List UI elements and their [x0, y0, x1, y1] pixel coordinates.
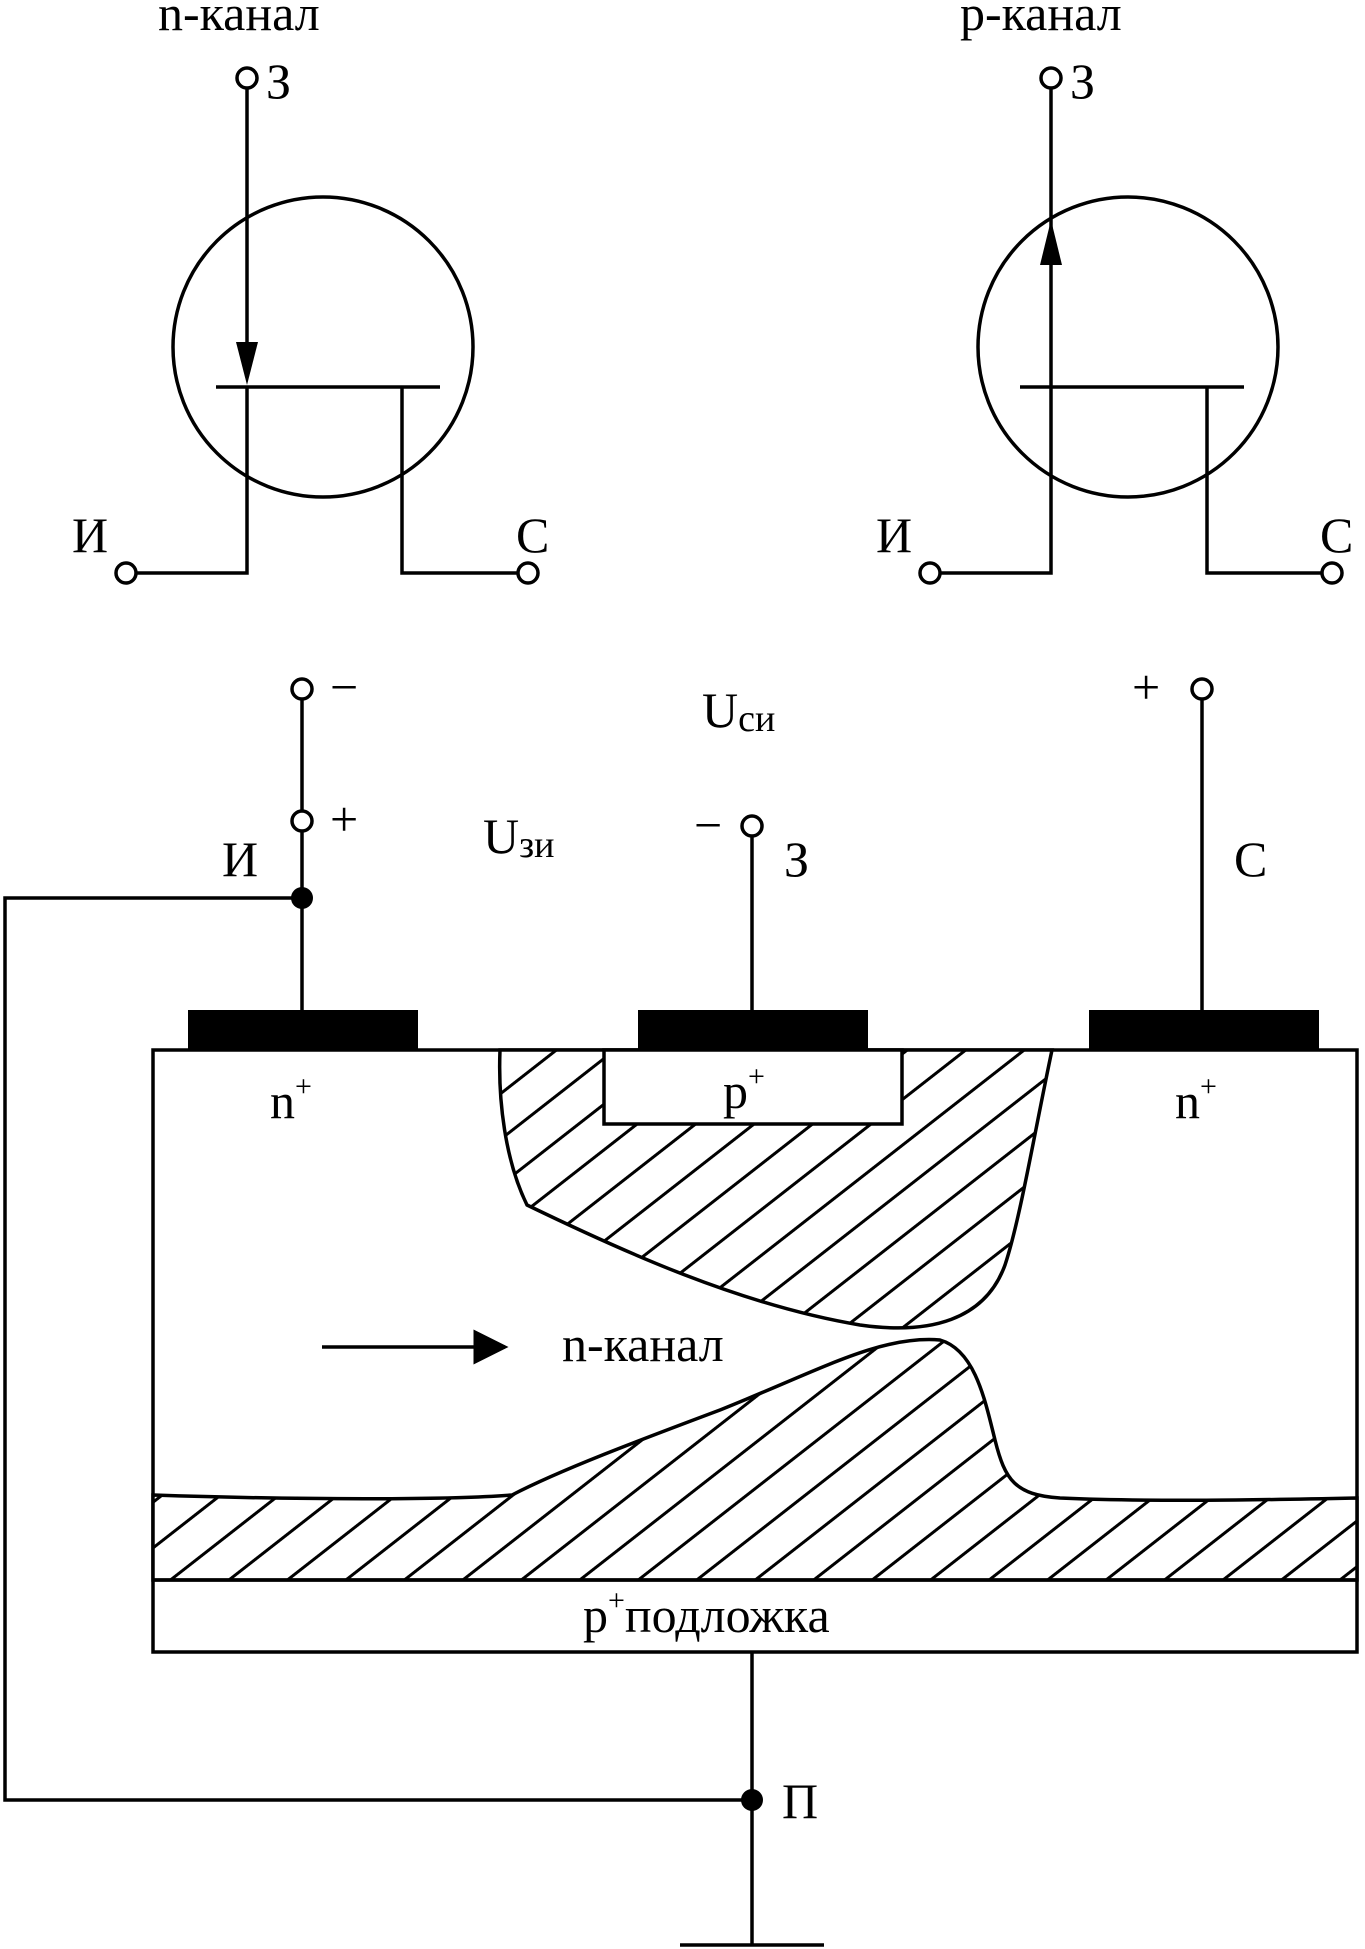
p-channel-title: p-канал — [960, 0, 1122, 41]
gate-arrow-icon — [236, 342, 258, 385]
substrate-depletion-region — [151, 1337, 1359, 1582]
transistor-envelope — [976, 195, 1280, 499]
drain-label: С — [516, 507, 549, 563]
substrate-return-wire — [3, 896, 752, 1802]
channel-label: n-канал — [562, 1316, 724, 1372]
source-label: И — [222, 831, 258, 887]
gate-bias-plus-sign: + — [330, 791, 358, 847]
drain-contact — [1089, 1010, 1319, 1050]
source-lead — [136, 387, 249, 575]
p-channel-symbol: p-канал З И С — [876, 0, 1353, 585]
source-terminal — [114, 561, 138, 585]
gate-terminal — [740, 814, 764, 838]
p-plus-gate-region — [602, 1048, 904, 1126]
n-channel-title: n-канал — [158, 0, 320, 41]
u-gs-label: Uзи — [483, 808, 554, 866]
u-ds-label: Uси — [702, 682, 775, 740]
substrate-label: p+подложка — [583, 1584, 830, 1643]
drain-plus-sign: + — [1132, 659, 1160, 715]
n-channel-symbol: n-канал З И С — [72, 0, 549, 585]
gate-contact — [638, 1010, 868, 1050]
source-terminal — [918, 561, 942, 585]
source-contact — [188, 1010, 418, 1050]
p-plus-gate-label: p+ — [723, 1060, 765, 1119]
drain-label: С — [1320, 507, 1353, 563]
transistor-envelope — [171, 195, 475, 499]
source-label: И — [72, 507, 108, 563]
supply-minus-terminal — [290, 677, 314, 701]
gate-label: З — [1070, 53, 1095, 109]
gate-terminal — [1039, 66, 1063, 90]
n-plus-drain-label: n+ — [1175, 1070, 1217, 1129]
drain-lead — [1205, 387, 1322, 575]
gate-label: З — [784, 831, 809, 887]
source-label: И — [876, 507, 912, 563]
drain-terminal — [1320, 561, 1344, 585]
gate-label: З — [266, 53, 291, 109]
gate-bias-plus-terminal — [290, 809, 314, 833]
drain-terminal — [516, 561, 540, 585]
supply-minus-sign: − — [330, 659, 358, 715]
substrate-junction-dot — [741, 1789, 763, 1811]
n-plus-source-label: n+ — [270, 1070, 312, 1129]
source-lead — [940, 387, 1053, 575]
drain-terminal — [1190, 677, 1214, 701]
gate-arrow-icon — [1040, 220, 1062, 265]
gate-minus-sign: − — [694, 797, 722, 853]
gate-terminal — [235, 66, 259, 90]
substrate-terminal-label: П — [782, 1773, 818, 1829]
device-structure: − + И Uси Uзи − З + С П p+ — [3, 659, 1359, 1947]
drain-lead — [400, 387, 518, 575]
drain-label: С — [1234, 831, 1267, 887]
